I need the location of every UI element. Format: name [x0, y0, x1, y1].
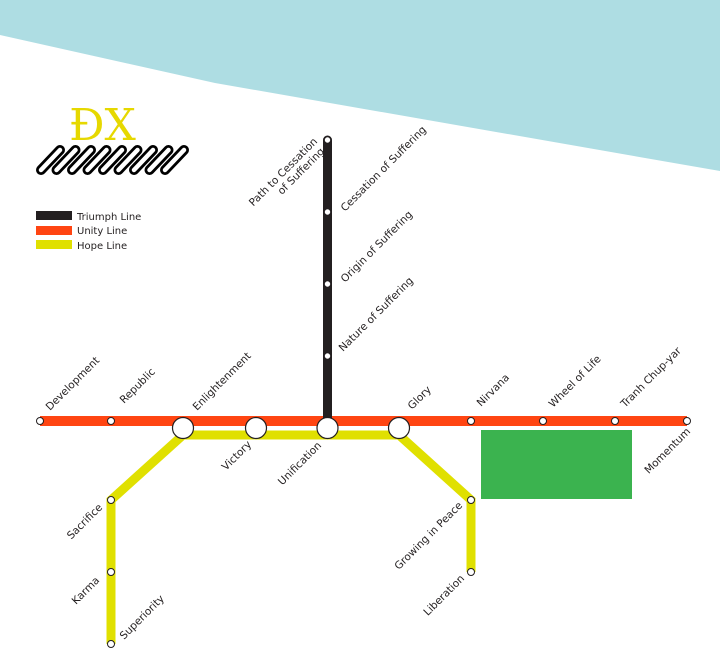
logo-stripes-icon: [36, 145, 189, 175]
station-karma[interactable]: [107, 568, 115, 576]
label-liberation: Liberation: [421, 573, 467, 619]
label-momentum: Momentum: [642, 426, 693, 477]
label-victory: Victory: [220, 439, 254, 473]
label-unification: Unification: [276, 440, 324, 488]
interchange-enlightenment[interactable]: [171, 416, 195, 440]
station-cessation[interactable]: [323, 208, 332, 216]
label-path-to-cessation-1: Path to Cessation: [247, 136, 320, 209]
interchange-victory[interactable]: [244, 416, 268, 440]
logo-stripe-inner: [69, 147, 94, 173]
logo-stripe-inner: [85, 147, 109, 173]
hope-line: [106, 430, 476, 644]
station-development[interactable]: [36, 417, 44, 425]
legend-label-triumph: Triumph Line: [76, 212, 141, 223]
station-republic[interactable]: [107, 417, 115, 425]
logo-stripe-inner: [38, 147, 63, 173]
station-liberation[interactable]: [467, 568, 475, 576]
logo-stripe-inner: [147, 147, 171, 173]
logo-stripe-inner: [116, 147, 140, 173]
logo-stripe-inner: [162, 147, 187, 173]
station-nirvana[interactable]: [467, 417, 475, 425]
station-nature[interactable]: [323, 352, 332, 360]
label-tranh-chup-yar: Tranh Chup-yar: [618, 344, 684, 410]
station-path-to-cessation[interactable]: [323, 136, 332, 144]
background-band: [0, 0, 720, 171]
label-enlightenment: Enlightenment: [191, 350, 254, 413]
station-origin[interactable]: [323, 280, 332, 288]
logo-text: ĐX: [69, 100, 137, 151]
station-labels: Path to Cessation of Suffering Cessation…: [44, 124, 693, 642]
label-development: Development: [44, 355, 102, 413]
label-glory: Glory: [406, 384, 434, 412]
label-origin: Origin of Suffering: [339, 209, 415, 285]
interchange-unification[interactable]: [316, 416, 339, 440]
logo-stripe-inner: [131, 147, 156, 173]
label-republic: Republic: [118, 366, 158, 406]
station-superiority[interactable]: [107, 640, 115, 648]
interchange-glory[interactable]: [387, 416, 411, 440]
label-karma: Karma: [70, 575, 102, 607]
station-tranh-chup-yar[interactable]: [611, 417, 619, 425]
station-momentum[interactable]: [683, 417, 691, 425]
label-growing-in-peace: Growing in Peace: [392, 500, 465, 573]
label-cessation: Cessation of Suffering: [339, 124, 429, 214]
station-sacrifice[interactable]: [107, 496, 115, 504]
label-sacrifice: Sacrifice: [65, 502, 105, 542]
station-growing-in-peace[interactable]: [467, 496, 475, 504]
label-wheel-of-life: Wheel of Life: [547, 353, 604, 410]
label-nature: Nature of Suffering: [337, 275, 416, 354]
green-block: [481, 430, 632, 499]
legend-swatch-hope: [36, 240, 72, 249]
stations: [36, 136, 691, 648]
logo-stripe-inner: [54, 147, 78, 173]
station-wheel-of-life[interactable]: [539, 417, 547, 425]
legend: Triumph Line Unity Line Hope Line: [36, 211, 141, 252]
legend-swatch-unity: [36, 226, 72, 235]
legend-swatch-triumph: [36, 211, 72, 220]
logo-stripe-inner: [100, 147, 125, 173]
legend-label-hope: Hope Line: [77, 241, 127, 252]
label-superiority: Superiority: [118, 593, 167, 642]
legend-label-unity: Unity Line: [77, 226, 127, 237]
label-nirvana: Nirvana: [475, 372, 512, 409]
